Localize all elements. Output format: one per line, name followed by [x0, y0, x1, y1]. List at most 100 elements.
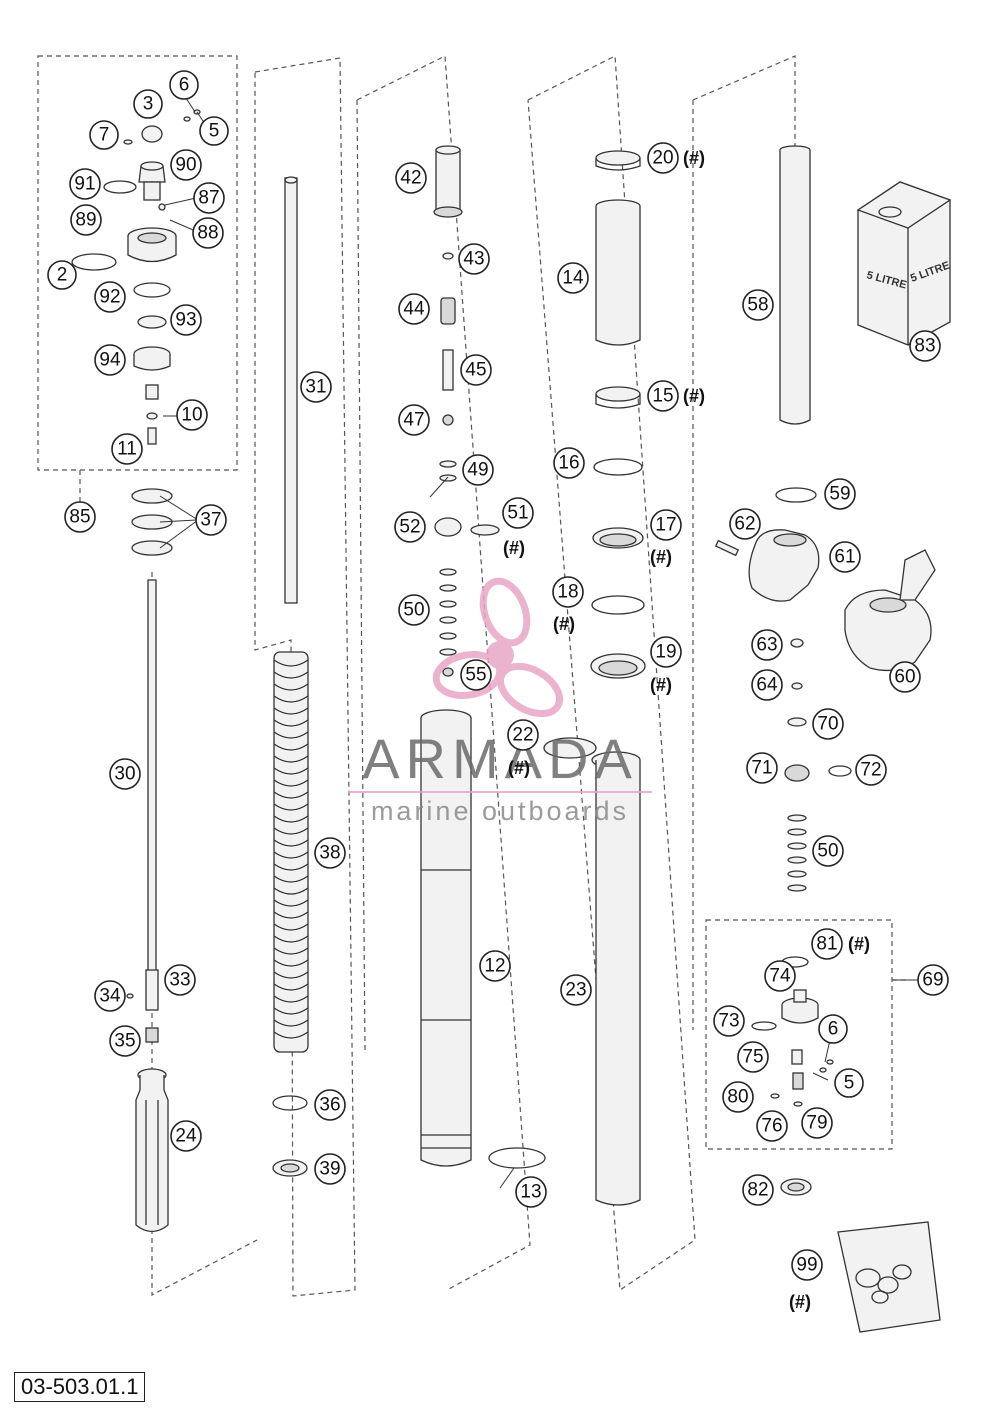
left-column-parts — [71, 109, 201, 1233]
callout-24: 24 — [170, 1120, 202, 1152]
svg-text:49: 49 — [467, 460, 488, 481]
callout-34: 34 — [94, 980, 126, 1012]
svg-text:79: 79 — [806, 1113, 827, 1134]
svg-text:45: 45 — [465, 360, 486, 381]
callout-92: 92 — [94, 281, 126, 313]
column-4-parts — [543, 150, 646, 1206]
callouts: 6 3 5 7 90 91 87 89 88 2 92 93 94 10 11 … — [47, 70, 949, 1312]
callout-93: 93 — [170, 304, 202, 336]
svg-text:11: 11 — [117, 439, 137, 460]
callout-38: 38 — [314, 837, 346, 869]
callout-39: 39 — [314, 1153, 346, 1185]
callout-23: 23 — [560, 974, 592, 1006]
svg-text:64: 64 — [756, 675, 778, 696]
callout-51: 51 — [502, 497, 534, 529]
hash-81: (#) — [848, 934, 870, 954]
svg-text:38: 38 — [319, 843, 340, 864]
svg-text:20: 20 — [652, 148, 673, 169]
callout-69: 69 — [917, 964, 949, 996]
callout-64: 64 — [751, 669, 783, 701]
svg-text:14: 14 — [562, 268, 584, 289]
document-code: 03-503.01.1 — [14, 1372, 146, 1402]
callout-52: 52 — [394, 511, 426, 543]
callout-33: 33 — [164, 964, 196, 996]
svg-text:71: 71 — [751, 758, 772, 779]
svg-text:62: 62 — [734, 514, 755, 535]
propeller-icon — [432, 577, 563, 718]
hash-15: (#) — [683, 386, 705, 406]
svg-text:33: 33 — [169, 970, 190, 991]
callout-15: 15 — [647, 380, 679, 412]
svg-text:30: 30 — [114, 764, 135, 785]
hash-51: (#) — [503, 538, 525, 558]
callout-47: 47 — [398, 404, 430, 436]
svg-text:91: 91 — [74, 174, 95, 195]
leader-lines — [159, 97, 918, 1189]
right-column-parts — [714, 145, 936, 1196]
callout-88: 88 — [192, 217, 224, 249]
svg-text:18: 18 — [557, 582, 578, 603]
svg-text:51: 51 — [507, 503, 528, 524]
svg-text:87: 87 — [198, 188, 219, 209]
svg-text:59: 59 — [829, 484, 850, 505]
svg-text:16: 16 — [558, 453, 579, 474]
callout-83: 83 — [909, 330, 941, 362]
callout-35: 35 — [109, 1025, 141, 1057]
svg-text:58: 58 — [747, 295, 768, 316]
svg-text:5: 5 — [844, 1073, 855, 1094]
callout-36: 36 — [314, 1089, 346, 1121]
svg-text:35: 35 — [114, 1031, 135, 1052]
callout-90: 90 — [170, 149, 202, 181]
callout-12: 12 — [479, 950, 511, 982]
oil-can-83: 5 LITRE 5 LITRE — [856, 181, 952, 346]
hash-22: (#) — [508, 758, 530, 778]
hash-99: (#) — [789, 1292, 811, 1312]
callout-61: 61 — [829, 541, 861, 573]
callout-16: 16 — [553, 447, 585, 479]
callout-55: 55 — [460, 659, 492, 691]
callout-14: 14 — [557, 262, 589, 294]
callout-10: 10 — [176, 399, 208, 431]
callout-5: 5 — [199, 116, 229, 146]
svg-text:34: 34 — [99, 986, 121, 1007]
svg-text:52: 52 — [399, 517, 420, 538]
callout-91: 91 — [69, 168, 101, 200]
callout-3: 3 — [133, 89, 163, 119]
callout-62: 62 — [729, 508, 761, 540]
callout-99: 99 — [791, 1249, 823, 1281]
callout-30: 30 — [109, 758, 141, 790]
hash-20: (#) — [683, 148, 705, 168]
callout-11: 11 — [111, 433, 143, 465]
callout-58: 58 — [742, 289, 774, 321]
callout-44: 44 — [398, 293, 430, 325]
svg-text:5: 5 — [209, 121, 220, 142]
callout-50: 50 — [398, 594, 430, 626]
callout-2: 2 — [47, 260, 77, 290]
svg-text:24: 24 — [175, 1126, 197, 1147]
callout-45: 45 — [460, 354, 492, 386]
svg-text:42: 42 — [400, 168, 421, 189]
svg-text:2: 2 — [57, 265, 68, 286]
callout-17: 17 — [650, 509, 682, 541]
svg-text:61: 61 — [834, 547, 855, 568]
svg-text:55: 55 — [465, 665, 486, 686]
callout-19: 19 — [650, 636, 682, 668]
hash-19: (#) — [650, 675, 672, 695]
callout-59: 59 — [824, 478, 856, 510]
callout-81: 81 — [811, 928, 843, 960]
callout-7: 7 — [89, 120, 119, 150]
callout-37: 37 — [195, 504, 227, 536]
callout-18: 18 — [552, 576, 584, 608]
svg-text:22: 22 — [512, 725, 533, 746]
callout-60: 60 — [889, 661, 921, 693]
svg-text:85: 85 — [69, 507, 90, 528]
callout-71: 71 — [746, 752, 778, 784]
callout-79: 79 — [801, 1107, 833, 1139]
watermark-title: ARMADA — [362, 727, 638, 790]
callout-6: 6 — [169, 70, 199, 100]
svg-text:43: 43 — [463, 249, 484, 270]
svg-text:83: 83 — [914, 336, 935, 357]
callout-73: 73 — [713, 1005, 745, 1037]
callout-75: 75 — [737, 1041, 769, 1073]
